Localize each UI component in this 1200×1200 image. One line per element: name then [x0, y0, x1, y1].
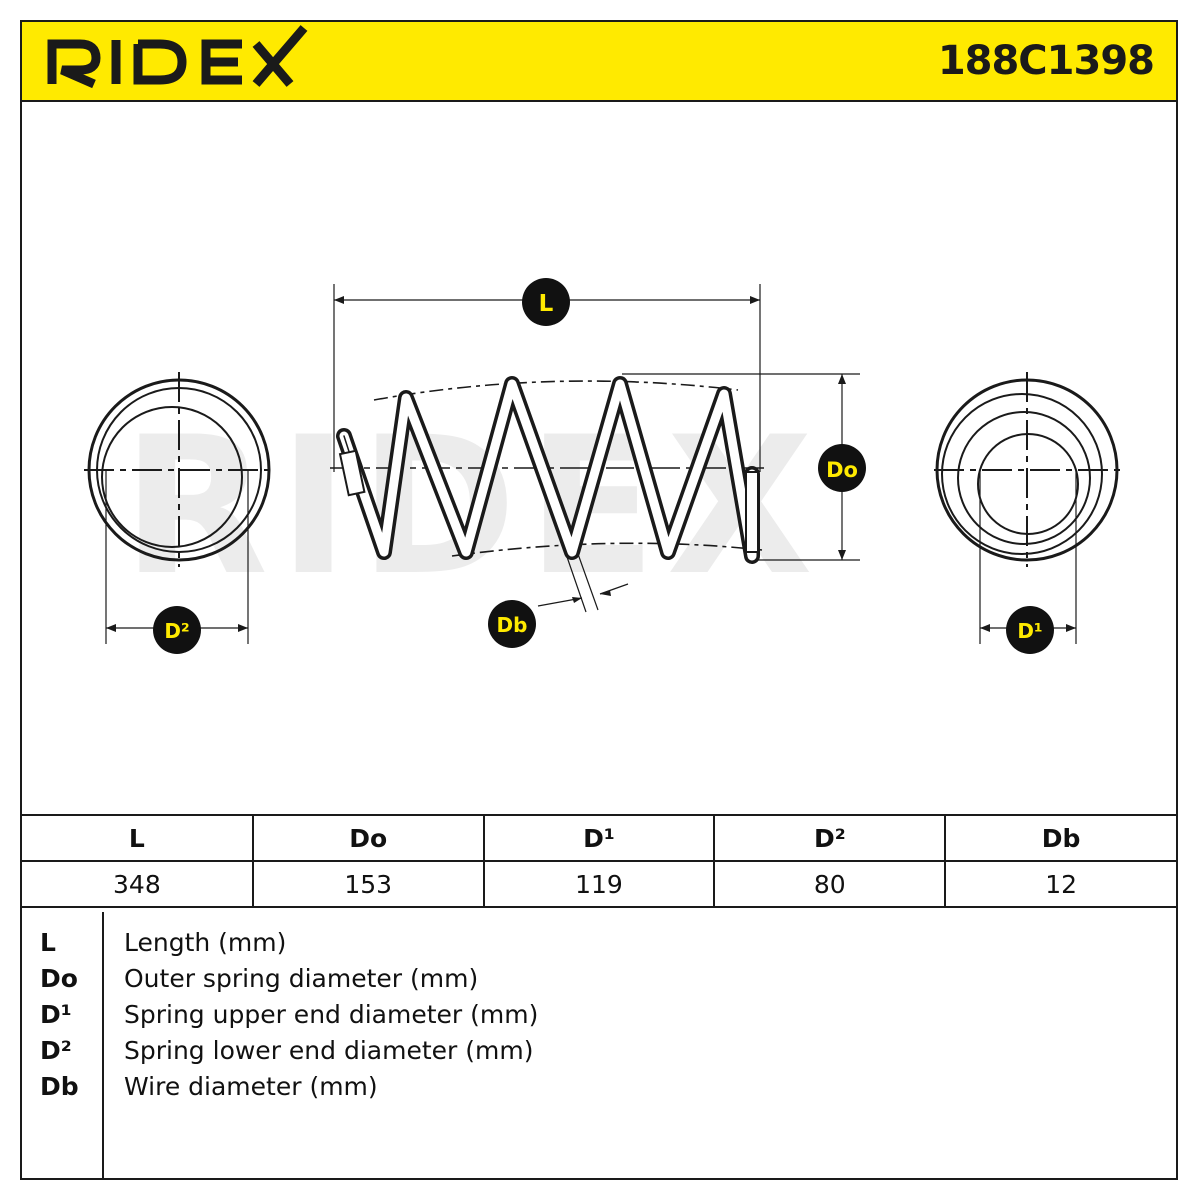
- specs-value-d1: 119: [482, 860, 716, 908]
- legend-symbol: Db: [40, 1072, 79, 1101]
- legend-item: L Length (mm): [22, 928, 1122, 964]
- badge-wire-diameter: Db: [488, 600, 536, 648]
- legend-item: D² Spring lower end diameter (mm): [22, 1036, 1122, 1072]
- upper-end-view: [934, 372, 1122, 644]
- legend-divider: [102, 912, 104, 1180]
- badge-upper-end-diameter: D¹: [1006, 606, 1054, 654]
- spring-diagram: RIDEX: [84, 278, 1122, 654]
- specs-value-l: 348: [22, 860, 254, 908]
- header-bar: 188C1398: [22, 22, 1176, 102]
- wire-diameter-dimension: [537, 553, 629, 613]
- specs-table: L Do D¹ D² Db 348 153 119 80 12: [22, 814, 1176, 908]
- legend-description: Wire diameter (mm): [124, 1072, 378, 1101]
- specs-header-db: Db: [944, 814, 1176, 862]
- legend-description: Spring lower end diameter (mm): [124, 1036, 534, 1065]
- legend-symbol: L: [40, 928, 56, 957]
- legend-item: Db Wire diameter (mm): [22, 1072, 1122, 1108]
- specs-value-row: 348 153 119 80 12: [22, 860, 1176, 908]
- specs-value-do: 153: [251, 860, 485, 908]
- legend-symbol: D²: [40, 1036, 72, 1065]
- legend-description: Spring upper end diameter (mm): [124, 1000, 539, 1029]
- specs-header-d2: D²: [713, 814, 947, 862]
- svg-text:D¹: D¹: [1017, 619, 1042, 643]
- legend-symbol: Do: [40, 964, 78, 993]
- svg-text:D²: D²: [164, 619, 189, 643]
- svg-text:Db: Db: [497, 613, 528, 637]
- badge-lower-end-diameter: D²: [153, 606, 201, 654]
- svg-text:L: L: [539, 291, 554, 317]
- part-number: 188C1398: [937, 38, 1155, 84]
- spring-side-view: [330, 284, 860, 613]
- specs-header-row: L Do D¹ D² Db: [22, 814, 1176, 862]
- specs-header-d1: D¹: [482, 814, 716, 862]
- specs-value-db: 12: [944, 860, 1176, 908]
- badge-length: L: [522, 278, 570, 326]
- specs-value-d2: 80: [713, 860, 947, 908]
- legend-description: Length (mm): [124, 928, 287, 957]
- watermark: RIDEX: [122, 396, 823, 617]
- legend-item: D¹ Spring upper end diameter (mm): [22, 1000, 1122, 1036]
- lower-end-view: [84, 372, 274, 644]
- ridex-logo: [47, 25, 308, 89]
- product-sheet-frame: 188C1398 RIDEX: [20, 20, 1178, 1180]
- svg-text:Do: Do: [826, 458, 858, 482]
- legend-symbol: D¹: [40, 1000, 72, 1029]
- specs-header-l: L: [22, 814, 254, 862]
- badge-outer-diameter: Do: [818, 444, 866, 492]
- specs-header-do: Do: [251, 814, 485, 862]
- legend-description: Outer spring diameter (mm): [124, 964, 479, 993]
- legend-item: Do Outer spring diameter (mm): [22, 964, 1122, 1000]
